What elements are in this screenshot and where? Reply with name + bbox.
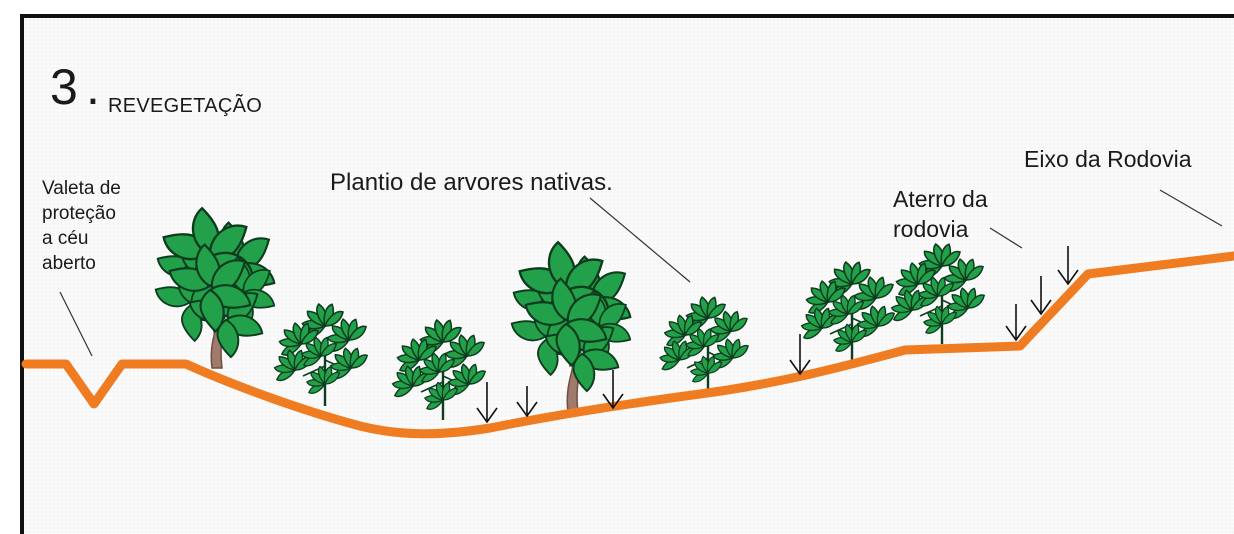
down-arrow-icon <box>602 370 624 410</box>
diagram-frame <box>20 14 1234 534</box>
down-arrow-icon <box>516 386 538 418</box>
ground-profile-line <box>21 251 1234 439</box>
label-eixo: Eixo da Rodovia <box>1024 146 1192 172</box>
terrain-profile-diagram <box>21 189 1234 439</box>
valeta-leader-line <box>59 291 93 357</box>
palmate-tree-icon <box>391 319 486 420</box>
native-trees <box>151 207 985 420</box>
palmate-tree-icon <box>890 243 985 344</box>
broadleaf-tree-icon <box>151 207 280 369</box>
label-aterro: Aterro da rodovia <box>893 186 988 242</box>
down-arrow-icon <box>1030 276 1052 316</box>
palmate-tree-icon <box>659 296 749 392</box>
leader-lines <box>59 189 1223 357</box>
step-number-dot: . <box>86 59 100 115</box>
step-number: 3 <box>50 59 78 115</box>
aterro-leader-line <box>989 227 1023 249</box>
infiltration-arrows <box>476 246 1079 424</box>
down-arrow-icon <box>789 334 811 376</box>
label-valeta: Valeta de proteção a céu aberto <box>42 178 121 274</box>
down-arrow-icon <box>1005 304 1027 342</box>
broadleaf-tree-icon <box>507 241 636 413</box>
palmate-tree-icon <box>273 303 368 406</box>
plantio-leader-line <box>589 197 691 283</box>
down-arrow-icon <box>1057 246 1079 286</box>
down-arrow-icon <box>476 382 498 424</box>
palmate-tree-icon <box>800 261 895 360</box>
eixo-leader-line <box>1159 189 1223 227</box>
page-title: REVEGETAÇÃO <box>108 95 263 117</box>
label-plantio: Plantio de arvores nativas. <box>330 169 613 196</box>
